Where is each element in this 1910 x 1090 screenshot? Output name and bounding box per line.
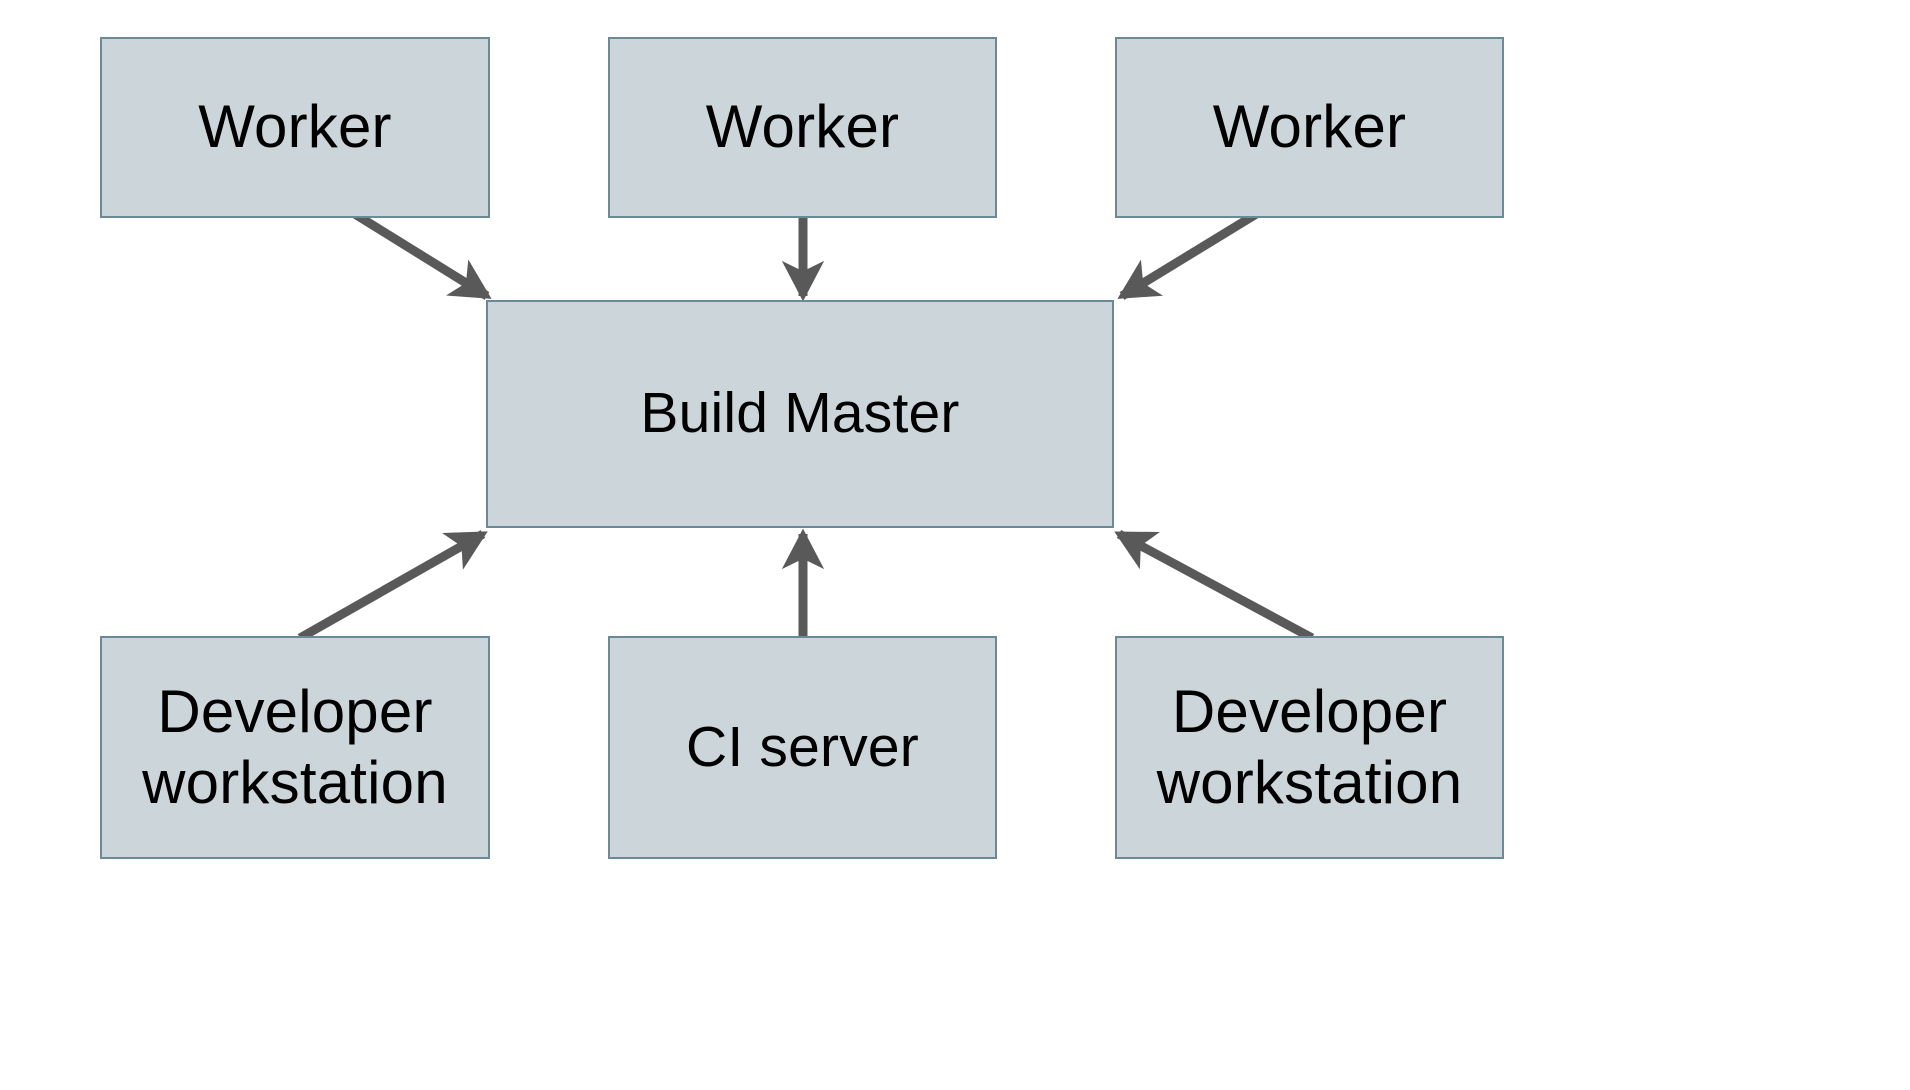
node-worker-3-label: Worker [1212, 93, 1407, 161]
node-worker-1[interactable]: Worker [100, 37, 490, 218]
node-worker-1-label: Worker [198, 93, 392, 161]
node-developer-workstation-2[interactable]: Developer workstation [1115, 636, 1504, 859]
node-worker-2-label: Worker [705, 93, 900, 161]
node-build-master-label: Build Master [640, 381, 960, 446]
node-worker-3[interactable]: Worker [1115, 37, 1504, 218]
node-developer-workstation-1-label: Developer workstation [142, 677, 448, 816]
node-build-master[interactable]: Build Master [486, 300, 1114, 528]
node-developer-workstation-2-label: Developer workstation [1156, 677, 1463, 816]
node-worker-2[interactable]: Worker [608, 37, 997, 218]
node-developer-workstation-1[interactable]: Developer workstation [100, 636, 490, 859]
edge-devws1-to-master [297, 530, 488, 642]
node-ci-server[interactable]: CI server [608, 636, 997, 859]
node-ci-server-label: CI server [685, 714, 919, 779]
edge-devws2-to-master [1114, 530, 1315, 642]
